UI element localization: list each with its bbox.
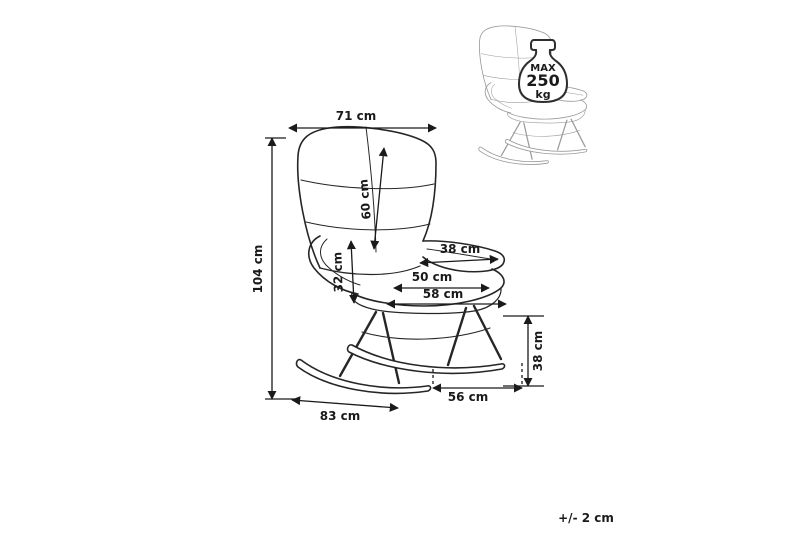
- badge-weight-value: 250: [526, 71, 559, 90]
- dim-armrest-depth-arrow: [419, 254, 499, 268]
- weight-vase-shape: [517, 39, 569, 104]
- dim-backrest-height: 60 cm: [356, 147, 388, 250]
- dim-armrest-depth: 38 cm: [419, 242, 499, 268]
- dim-base-width-label: 56 cm: [448, 390, 489, 404]
- dim-width-top-label: 71 cm: [336, 109, 377, 123]
- dim-seat-width-outer: 58 cm: [386, 287, 507, 309]
- dim-armrest-height-label: 32 cm: [330, 252, 345, 293]
- dim-height-total: 104 cm: [251, 137, 299, 400]
- dim-armrest-depth-label: 38 cm: [440, 242, 481, 256]
- tolerance-note: +/- 2 cm: [558, 511, 614, 525]
- dim-seat-height-label: 38 cm: [531, 331, 545, 372]
- badge-max-label: MAX: [530, 63, 556, 74]
- dim-seat-width-label: 50 cm: [412, 270, 453, 284]
- dim-backrest-height-label: 60 cm: [356, 179, 373, 221]
- dim-height-total-label: 104 cm: [251, 245, 265, 294]
- dim-base-width: 56 cm: [432, 361, 523, 404]
- dim-backrest-height-arrow: [370, 147, 388, 250]
- dim-armrest-height-arrow: [346, 240, 359, 304]
- dim-seat-width-outer-label: 58 cm: [423, 287, 464, 301]
- dim-rocker-length: 83 cm: [291, 396, 399, 423]
- dim-seat-height: 38 cm: [503, 315, 545, 387]
- badge-unit-label: kg: [535, 88, 550, 101]
- dim-width-top: 71 cm: [288, 109, 437, 133]
- dim-seat-width: 50 cm: [393, 270, 490, 293]
- max-load-badge: MAX 250 kg: [517, 39, 569, 104]
- dim-armrest-height: 32 cm: [330, 240, 359, 304]
- dim-rocker-length-arrow: [291, 396, 399, 412]
- dim-rocker-length-label: 83 cm: [320, 409, 361, 423]
